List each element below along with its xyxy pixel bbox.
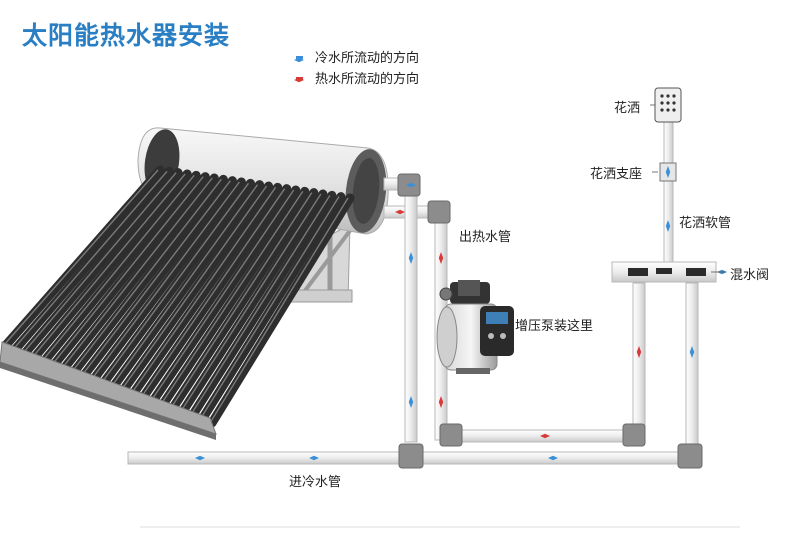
label-shower-head: 花洒 xyxy=(614,101,641,116)
solar-water-heater xyxy=(0,127,389,440)
cold-riser-pipe xyxy=(685,282,699,454)
vacuum-tube xyxy=(50,172,210,369)
vacuum-tube xyxy=(60,173,219,372)
label-hot-outlet-pipe: 出热水管 xyxy=(459,230,512,245)
legend-cold: 冷水所流动的方向 xyxy=(296,47,419,66)
heater-stand xyxy=(289,224,354,303)
vacuum-tube-highlight xyxy=(52,176,204,365)
vacuum-tube xyxy=(79,176,237,380)
vacuum-tube xyxy=(207,193,355,428)
hot-legend-label: 热水所流动的方向 xyxy=(315,72,420,87)
vacuum-tube xyxy=(109,180,265,391)
vacuum-tube-highlight xyxy=(170,192,313,409)
label-shower-hose: 花洒软管 xyxy=(679,216,732,231)
vacuum-tube-highlight xyxy=(32,173,186,357)
booster-pump xyxy=(436,280,514,374)
floor-line xyxy=(140,526,740,528)
vacuum-tube xyxy=(119,181,274,395)
vacuum-tube-highlight xyxy=(72,178,222,372)
collector-bottom-rail xyxy=(0,341,217,440)
vacuum-tube-highlight xyxy=(140,188,286,398)
vacuum-tube xyxy=(168,188,319,413)
vacuum-tube xyxy=(197,192,346,424)
vacuum-tube xyxy=(21,168,183,357)
elbow-hot-bottom-left xyxy=(439,423,463,447)
vacuum-tube-highlight xyxy=(130,186,277,394)
shower-head-device xyxy=(654,87,682,123)
pipe-network xyxy=(127,87,717,465)
flow-arrows xyxy=(195,57,727,461)
vacuum-tube-highlight xyxy=(209,197,349,424)
hot-flow-arrow xyxy=(395,209,405,215)
elbow-cold-tank-branch xyxy=(398,443,424,469)
elbow-hot-outlet xyxy=(427,200,451,224)
hot-flow-arrow xyxy=(438,252,444,264)
vacuum-tube xyxy=(138,184,292,402)
label-booster-pump: 增压泵装这里 xyxy=(515,319,594,334)
cold-flow-arrow xyxy=(665,166,671,178)
label-shower-holder: 花洒支座 xyxy=(590,167,643,182)
cold-flow-arrow xyxy=(665,220,671,232)
vacuum-tube-highlight xyxy=(160,190,304,405)
vacuum-tube-highlight xyxy=(13,170,168,350)
hot-flow-arrow xyxy=(636,346,642,358)
cold-legend-swatch xyxy=(296,56,303,59)
cold-flow-arrow xyxy=(309,455,319,461)
vacuum-tube xyxy=(70,174,228,376)
vacuum-tube xyxy=(89,177,246,383)
elbow-cold-end xyxy=(677,443,703,469)
vacuum-tube xyxy=(99,178,255,387)
cold-flow-arrow xyxy=(408,252,414,264)
hot-flow-arrow xyxy=(438,396,444,408)
cold-flow-arrow xyxy=(689,346,695,358)
vacuum-tube-highlight xyxy=(150,189,295,402)
cold-flow-arrow xyxy=(195,455,205,461)
vacuum-tube xyxy=(1,165,165,350)
vacuum-tube-highlight xyxy=(42,174,195,361)
vacuum-tube-highlight xyxy=(62,177,213,368)
vacuum-tube-highlight xyxy=(179,193,322,413)
vacuum-tube-highlight xyxy=(189,194,331,416)
vacuum-tube-highlight xyxy=(23,172,177,353)
vacuum-tube xyxy=(178,189,328,417)
vacuum-tube xyxy=(30,169,192,361)
vacuum-tube xyxy=(129,182,283,398)
leader-lines xyxy=(650,104,726,273)
vacuum-tube xyxy=(187,190,337,421)
legend-hot: 热水所流动的方向 xyxy=(296,68,419,87)
vacuum-tube xyxy=(148,185,301,406)
vacuum-tubes xyxy=(1,165,355,428)
cold-flow-arrow xyxy=(548,455,558,461)
vacuum-tube-highlight xyxy=(121,185,268,390)
shower-hose xyxy=(663,119,674,263)
label-cold-inlet-pipe: 进冷水管 xyxy=(289,475,342,490)
hot-flow-arrow xyxy=(540,433,550,439)
cold-flow-arrow xyxy=(406,182,416,188)
vacuum-tube-highlight xyxy=(111,184,259,387)
cold-legend-label: 冷水所流动的方向 xyxy=(315,51,420,66)
vacuum-tube-highlight xyxy=(3,169,159,346)
vacuum-tube-highlight xyxy=(199,196,340,420)
hot-legend-swatch xyxy=(296,77,303,80)
page-title: 太阳能热水器安装 xyxy=(22,21,231,50)
vacuum-tube-highlight xyxy=(101,182,250,383)
vacuum-tube-highlight xyxy=(81,180,231,376)
vacuum-tube xyxy=(158,186,310,409)
elbow-hot-bottom-right xyxy=(622,423,646,447)
vacuum-tube-highlight xyxy=(91,181,240,379)
cold-flow-arrow xyxy=(408,396,414,408)
vacuum-tube xyxy=(40,170,201,365)
vacuum-tube xyxy=(11,166,174,354)
label-mixing-valve: 混水阀 xyxy=(730,268,770,283)
